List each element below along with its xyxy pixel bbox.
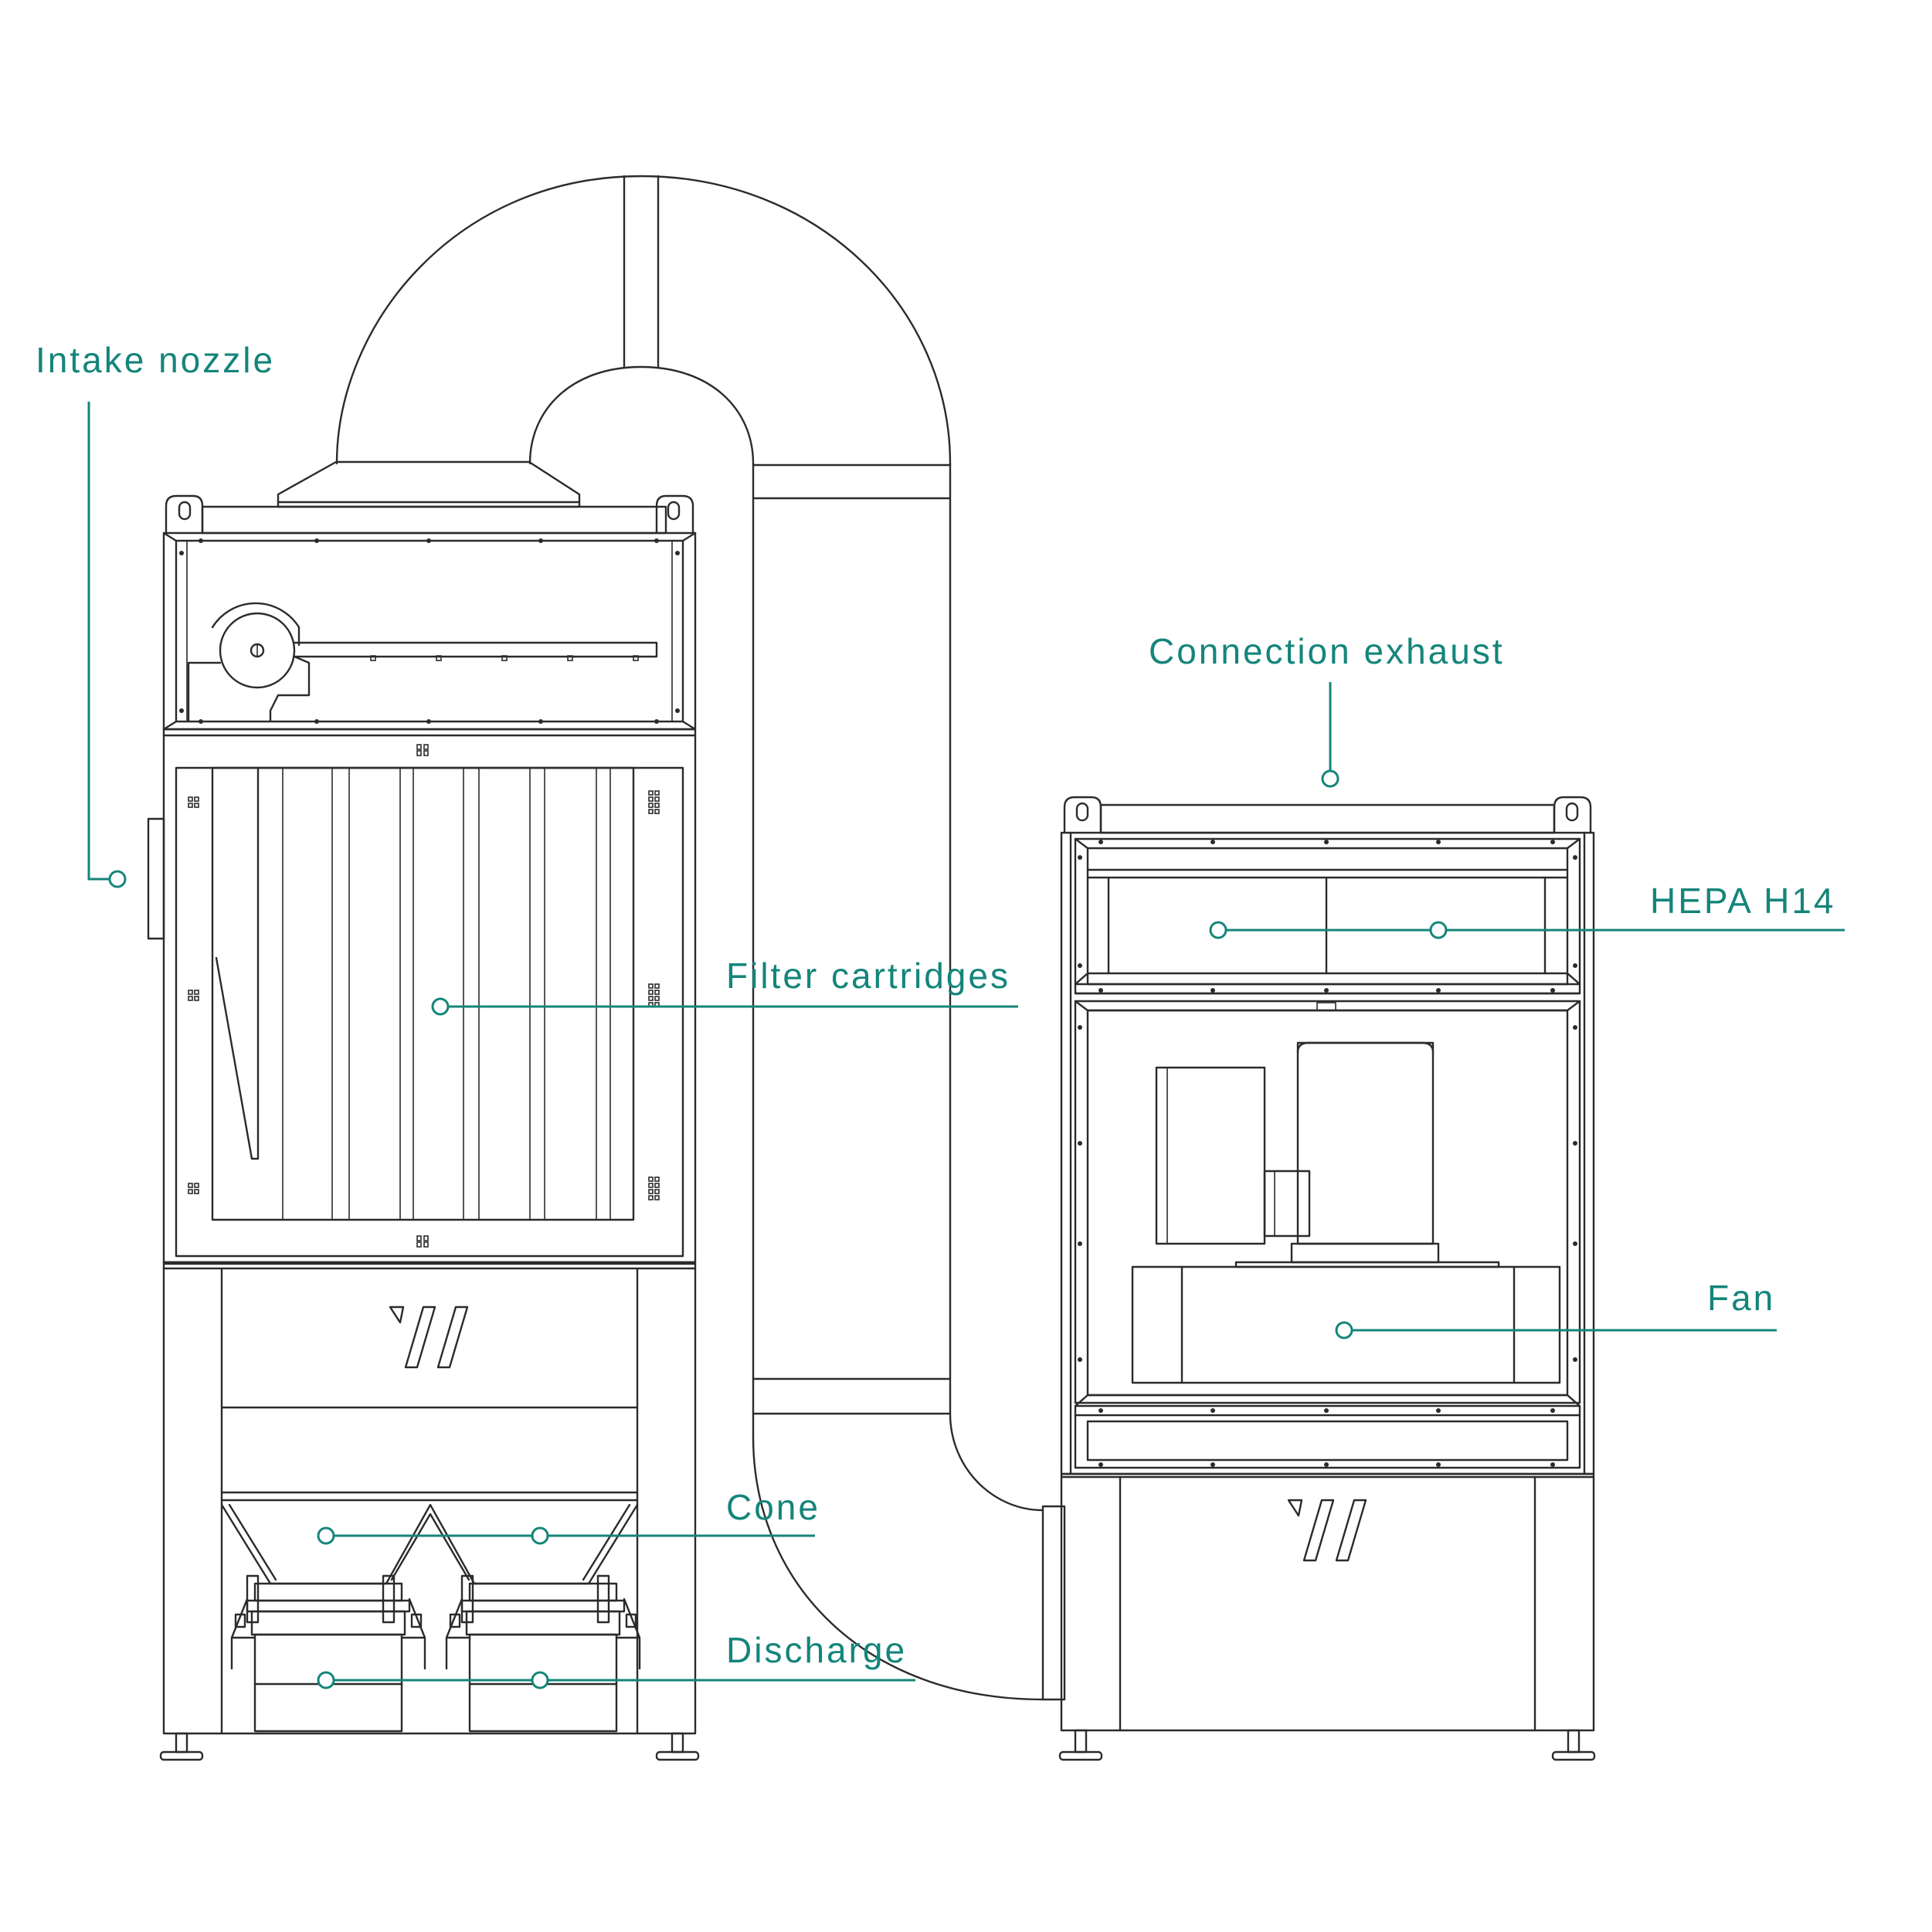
callout-marker-icon bbox=[317, 1526, 335, 1545]
filter-cartridge-door bbox=[211, 766, 635, 1221]
callout-marker-icon bbox=[531, 1671, 549, 1689]
brand-logo-icon bbox=[389, 1306, 469, 1369]
callout-marker-icon bbox=[1429, 921, 1448, 939]
discharge-container bbox=[230, 1574, 426, 1733]
fan-housing bbox=[1131, 1265, 1561, 1384]
callout-marker-icon bbox=[317, 1671, 335, 1689]
lifting-eye bbox=[655, 494, 694, 535]
control-box bbox=[1155, 1066, 1266, 1245]
label-fan: Fan bbox=[1707, 1278, 1776, 1318]
callout-marker-icon bbox=[1335, 1321, 1353, 1339]
leveling-foot bbox=[159, 1732, 204, 1761]
connecting-duct bbox=[335, 175, 1066, 1701]
callout-fan bbox=[1335, 1321, 1777, 1339]
callout-marker-icon bbox=[1209, 921, 1227, 939]
label-intake-nozzle: Intake nozzle bbox=[36, 340, 276, 380]
intake-hood bbox=[277, 460, 581, 504]
callout-discharge bbox=[317, 1671, 915, 1689]
cleaning-drive-wheel bbox=[219, 612, 296, 689]
callout-intake-nozzle bbox=[87, 402, 127, 888]
lifting-eye bbox=[1553, 796, 1592, 834]
callout-marker-icon bbox=[108, 870, 127, 888]
label-hepa: HEPA H14 bbox=[1650, 881, 1836, 921]
label-cone: Cone bbox=[726, 1487, 820, 1527]
callout-marker-icon bbox=[531, 1526, 549, 1545]
leveling-foot bbox=[1551, 1729, 1596, 1761]
leveling-foot bbox=[1058, 1729, 1103, 1761]
callout-filter-cartridges bbox=[431, 997, 1018, 1016]
callout-connection-exhaust bbox=[1321, 682, 1339, 788]
lifting-eye bbox=[165, 494, 204, 535]
callout-hepa bbox=[1209, 921, 1845, 939]
callout-marker-icon bbox=[1321, 769, 1339, 788]
cone bbox=[220, 1503, 639, 1585]
label-filter-cartridges: Filter cartridges bbox=[726, 956, 1010, 996]
callout-cone bbox=[317, 1526, 815, 1545]
hepa-fan-unit bbox=[1058, 796, 1596, 1761]
brand-logo-icon bbox=[1287, 1499, 1367, 1562]
leveling-foot bbox=[655, 1732, 700, 1761]
fan-motor bbox=[1296, 1041, 1435, 1245]
discharge-container bbox=[445, 1574, 641, 1733]
hepa-filter bbox=[1107, 876, 1547, 975]
label-connection-exhaust: Connection exhaust bbox=[1149, 631, 1505, 671]
lifting-eye bbox=[1063, 796, 1102, 834]
callout-marker-icon bbox=[431, 997, 450, 1016]
filter-unit bbox=[147, 460, 700, 1761]
label-discharge: Discharge bbox=[726, 1630, 908, 1670]
